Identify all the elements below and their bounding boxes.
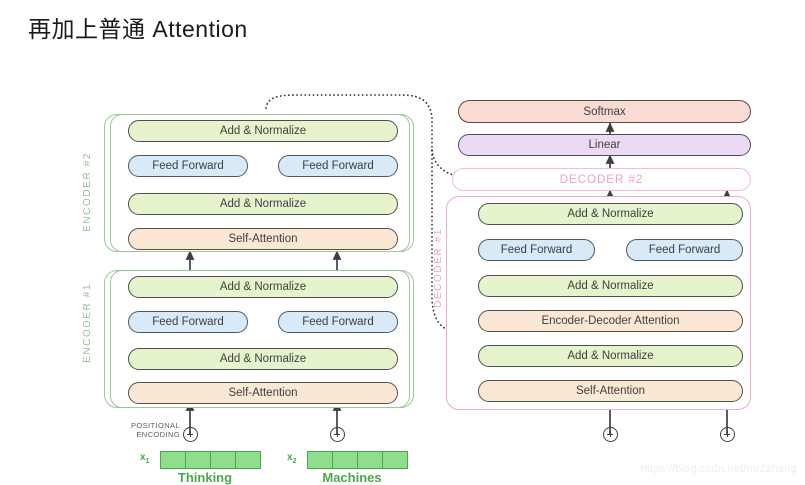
embedding-cell xyxy=(307,451,333,469)
watermark: https://blog.csdn.net/mr2zhang xyxy=(640,463,797,475)
linear-block[interactable]: Linear xyxy=(458,134,751,156)
token-2-subscript: x2 xyxy=(287,452,297,465)
decoder-1-feed-forward-2[interactable]: Feed Forward xyxy=(626,239,743,261)
decoder-1-self-attention[interactable]: Self-Attention xyxy=(478,380,743,402)
embedding-cell xyxy=(332,451,358,469)
token-2-word: Machines xyxy=(322,470,382,485)
encoder-1-add-norm-top[interactable]: Add & Normalize xyxy=(128,276,398,298)
positional-encoding-line-2: ENCODING xyxy=(136,430,180,439)
encoder-1-feed-forward-2[interactable]: Feed Forward xyxy=(278,311,398,333)
decoder-1-label: DECODER #1 xyxy=(433,228,444,308)
decoder-1-add-norm-3[interactable]: Add & Normalize xyxy=(478,203,743,225)
embedding-cell xyxy=(185,451,211,469)
encoder-2-add-norm-bottom[interactable]: Add & Normalize xyxy=(128,193,398,215)
encoder-2-label: ENCODER #2 xyxy=(82,152,93,232)
encoder-2-add-norm-top[interactable]: Add & Normalize xyxy=(128,120,398,142)
token-1-embedding xyxy=(160,451,261,469)
embedding-cell xyxy=(357,451,383,469)
decoder-2-container[interactable]: DECODER #2 xyxy=(452,168,751,191)
encoder-2-self-attention[interactable]: Self-Attention xyxy=(128,228,398,250)
encoder-2-feed-forward-2[interactable]: Feed Forward xyxy=(278,155,398,177)
decoder-1-add-norm-2[interactable]: Add & Normalize xyxy=(478,275,743,297)
encoder-1-label: ENCODER #1 xyxy=(82,283,93,363)
plus-circle-icon-decoder-1 xyxy=(603,427,618,442)
decoder-1-add-norm-1[interactable]: Add & Normalize xyxy=(478,345,743,367)
embedding-cell xyxy=(235,451,261,469)
token-2-embedding xyxy=(307,451,408,469)
positional-encoding-label: POSITIONAL ENCODING xyxy=(122,421,180,439)
page-title: 再加上普通 Attention xyxy=(28,16,248,42)
token-1-subscript: x1 xyxy=(140,452,150,465)
softmax-block[interactable]: Softmax xyxy=(458,100,751,123)
embedding-cell xyxy=(160,451,186,469)
plus-circle-icon-encoder-2 xyxy=(330,427,345,442)
encoder-1-add-norm-bottom[interactable]: Add & Normalize xyxy=(128,348,398,370)
decoder-1-encoder-decoder-attention[interactable]: Encoder-Decoder Attention xyxy=(478,310,743,332)
embedding-cell xyxy=(382,451,408,469)
encoder-2-feed-forward-1[interactable]: Feed Forward xyxy=(128,155,248,177)
decoder-1-container xyxy=(446,196,751,410)
encoder-1-inner-frame xyxy=(110,270,410,408)
positional-encoding-line-1: POSITIONAL xyxy=(130,421,180,430)
encoder-1-self-attention[interactable]: Self-Attention xyxy=(128,382,398,404)
encoder-1-feed-forward-1[interactable]: Feed Forward xyxy=(128,311,248,333)
plus-circle-icon-decoder-2 xyxy=(720,427,735,442)
embedding-cell xyxy=(210,451,236,469)
plus-circle-icon-encoder-1 xyxy=(183,427,198,442)
decoder-1-feed-forward-1[interactable]: Feed Forward xyxy=(478,239,595,261)
token-1-word: Thinking xyxy=(177,470,233,485)
